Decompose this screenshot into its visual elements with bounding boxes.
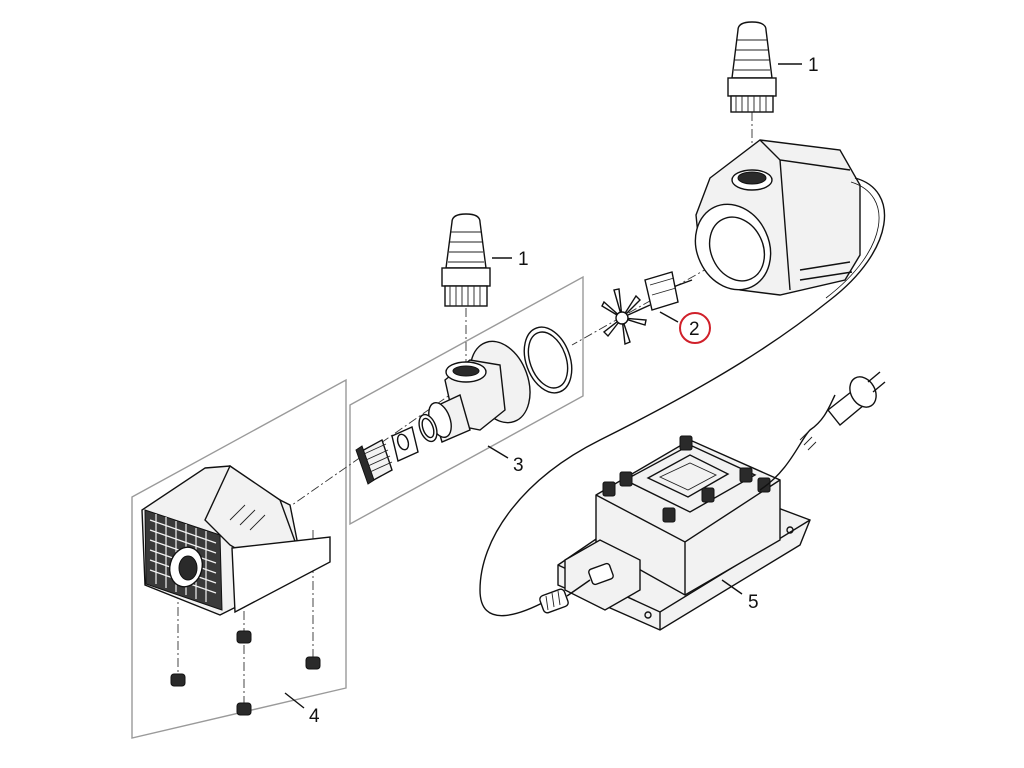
hose-adapter-middle (441, 213, 491, 307)
output-connector (539, 562, 614, 614)
label-part-4: 4 (309, 706, 320, 727)
group-box-4 (131, 378, 347, 739)
label-part-5: 5 (748, 592, 759, 613)
pump-cable (479, 177, 886, 617)
impeller (601, 271, 693, 345)
hose-adapter-top (727, 21, 777, 113)
filter-cage (141, 464, 331, 616)
mains-plug (759, 371, 886, 491)
group-box-3 (349, 275, 584, 526)
label-part-3: 3 (513, 455, 524, 476)
label-part-1-middle: 1 (518, 249, 529, 270)
label-part-2: 2 (689, 319, 700, 340)
pump-housing (694, 139, 861, 296)
part-2-highlight-circle (679, 312, 711, 344)
label-part-1-top: 1 (808, 55, 819, 76)
pump-cover-assembly (355, 326, 573, 485)
transformer (557, 435, 811, 631)
leader-lines (284, 63, 802, 709)
pump-cable-inner (825, 181, 880, 299)
screws (170, 630, 321, 716)
